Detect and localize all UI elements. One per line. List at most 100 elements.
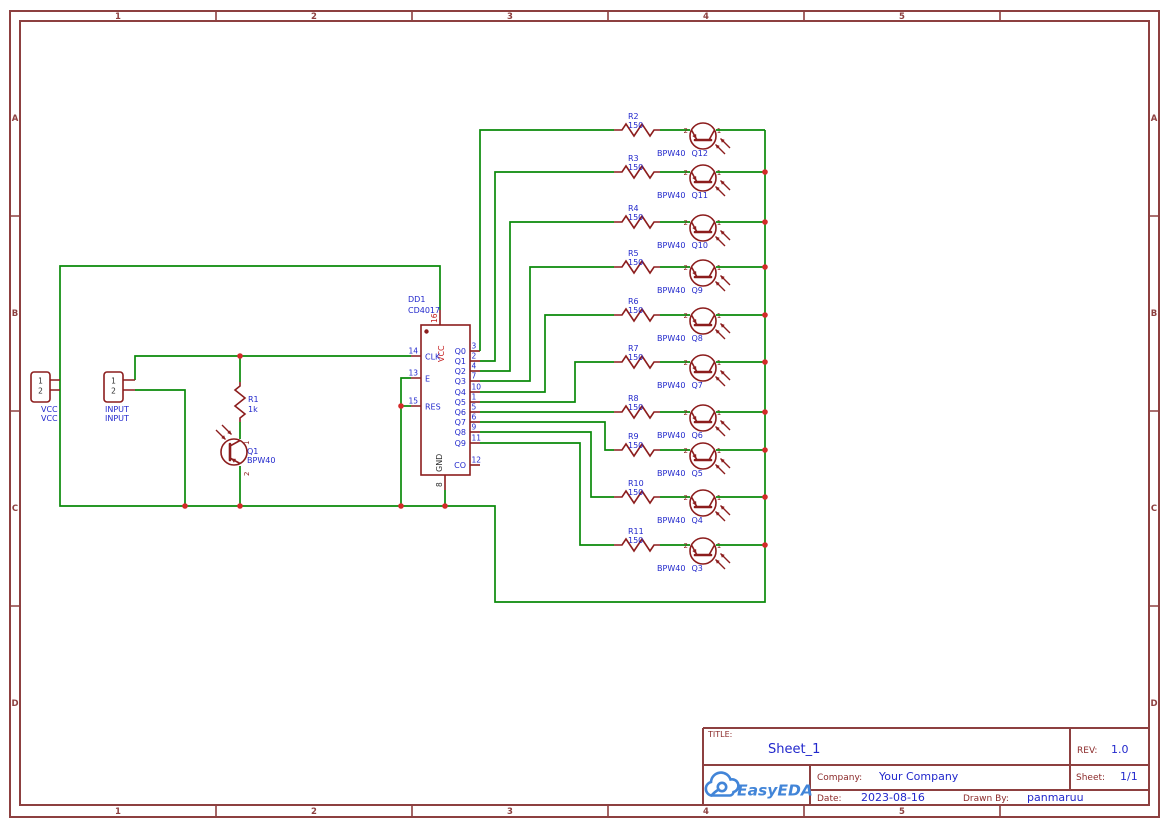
wire[interactable]: [480, 266, 614, 382]
transistor-body: [689, 164, 717, 192]
pin-1-label: 1: [717, 359, 721, 367]
transistor-body: [689, 214, 717, 242]
frame-row-label: D: [11, 699, 18, 709]
connector-vcc[interactable]: 1 2 VCC VCC: [30, 371, 60, 423]
frame-col-label: 5: [899, 807, 905, 817]
junction-dot: [442, 503, 448, 509]
sheet-label: Sheet:: [1076, 773, 1105, 783]
net-input2[interactable]: [135, 389, 186, 506]
connector-input[interactable]: 1 2 INPUT INPUT: [103, 371, 135, 423]
resistor-R7[interactable]: [614, 354, 660, 370]
resistor-designator: R1: [248, 395, 259, 404]
pin-number: 11: [472, 434, 482, 443]
sheet-value[interactable]: 1/1: [1120, 770, 1138, 783]
resistor-value: 150: [628, 403, 643, 412]
pin-number: 1: [38, 377, 43, 386]
net-power-ground[interactable]: [59, 130, 766, 603]
frame-row-label: D: [1150, 699, 1157, 709]
date-value[interactable]: 2023-08-16: [861, 791, 925, 804]
resistor-R10[interactable]: [614, 489, 660, 505]
logo-cloud-icon: [716, 781, 728, 793]
company-value[interactable]: Your Company: [878, 770, 959, 783]
sheet-title[interactable]: Sheet_1: [768, 742, 820, 757]
transistor-designator: Q5: [692, 469, 703, 478]
net-label: VCC: [41, 414, 58, 423]
wire[interactable]: [480, 421, 614, 451]
resistor-R8[interactable]: [614, 404, 660, 420]
wire[interactable]: [480, 314, 614, 393]
transistor-part-label: BPW40: [657, 516, 685, 525]
resistor-R9[interactable]: [614, 442, 660, 458]
wire[interactable]: [480, 221, 614, 372]
ic-cd4017[interactable]: DD1 CD4017 16 VCC GND 8 CO 12 14CLK13E15…: [408, 295, 481, 490]
junction-dot: [762, 312, 768, 318]
pin-number: 5: [472, 403, 477, 412]
net-enable[interactable]: [400, 377, 411, 506]
transistor-designator: Q4: [692, 516, 703, 525]
transistor-part-label: BPW40: [657, 334, 685, 343]
phototransistor-q1[interactable]: 1 2 Q1 BPW40: [215, 424, 275, 476]
resistor-designator: R10: [628, 479, 644, 488]
pin-name: Q2: [455, 367, 466, 376]
junction-dot: [762, 447, 768, 453]
wire[interactable]: [479, 129, 614, 351]
pin-number: 10: [472, 383, 482, 392]
pin-number: 4: [472, 362, 477, 371]
resistor-zigzag[interactable]: [233, 382, 247, 422]
pin-1-label: 1: [717, 264, 721, 272]
resistor-R5[interactable]: [614, 259, 660, 275]
wire[interactable]: [480, 442, 614, 546]
resistor-R6[interactable]: [614, 307, 660, 323]
ic-body[interactable]: [420, 324, 471, 476]
resistor-R1[interactable]: R1 1k: [233, 382, 259, 422]
emitter-arrow: [692, 365, 697, 371]
resistor-R11[interactable]: [614, 537, 660, 553]
junction-dot: [398, 503, 404, 509]
wire[interactable]: [480, 361, 614, 403]
frame-col-label: 1: [115, 12, 121, 22]
frame-row-label: C: [1151, 504, 1157, 514]
wire[interactable]: [480, 171, 614, 362]
drawn-by-value[interactable]: panmaruu: [1027, 791, 1084, 804]
junction-dot: [762, 359, 768, 365]
pin-2-label: 2: [684, 409, 688, 417]
resistor-R4[interactable]: [614, 214, 660, 230]
transistor-designator: Q12: [692, 149, 708, 158]
connector-body[interactable]: [30, 371, 51, 403]
rev-value[interactable]: 1.0: [1111, 743, 1129, 756]
transistor-designator: Q10: [692, 241, 708, 250]
connector-body[interactable]: [103, 371, 124, 403]
resistor-R2[interactable]: [614, 122, 660, 138]
pin-number: 15: [408, 397, 418, 406]
pin-number: 14: [408, 347, 418, 356]
transistor-Q1[interactable]: [215, 424, 248, 466]
resistor-R3[interactable]: [614, 164, 660, 180]
transistor-body: [689, 354, 717, 382]
pin-name: CLK: [425, 353, 441, 362]
transistor-part-label: BPW40: [247, 456, 275, 465]
pin-number: 9: [472, 423, 477, 432]
pin-2-label: 2: [684, 264, 688, 272]
emitter-arrow: [692, 548, 697, 554]
net-clock[interactable]: [134, 355, 411, 380]
wire[interactable]: [480, 431, 614, 498]
pin-stubs-left[interactable]: [411, 355, 421, 407]
date-label: Date:: [817, 794, 842, 804]
